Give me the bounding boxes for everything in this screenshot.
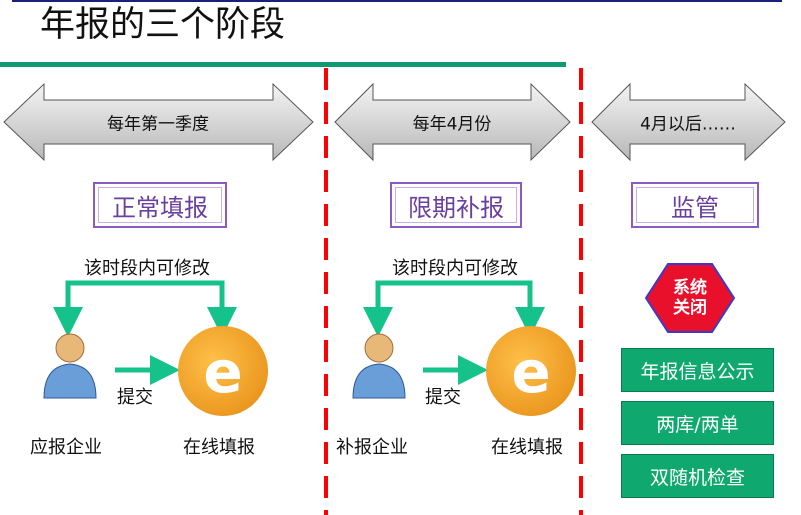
target-label: 在线填报 [491,437,563,458]
system-closed-badge: 系统 关闭 [650,278,730,318]
double-arrow-2 [334,82,571,162]
timeline-label-3: 4月以后…… [640,114,736,135]
actor-label: 补报企业 [336,437,408,458]
submit-label: 提交 [117,387,153,408]
phase-late: 限期补报 [390,182,522,228]
svg-text:e: e [511,338,550,406]
ie-icon: e [178,326,268,416]
timeline-label-1: 每年第一季度 [107,114,209,135]
edit-note: 该时段内可修改 [84,258,210,279]
phase-supervision: 监管 [631,182,759,228]
timeline-label-2: 每年4月份 [412,114,492,135]
action-publish: 年报信息公示 [621,348,774,392]
double-arrow-3 [591,82,786,162]
double-arrow-1 [3,82,314,162]
edit-note: 该时段内可修改 [392,258,518,279]
divider-1 [324,68,328,515]
system-closed-hexagon [644,263,736,333]
target-label: 在线填报 [183,437,255,458]
top-rule [12,0,782,2]
badge-line: 关闭 [673,298,707,318]
person-icon [43,333,97,399]
phase-normal: 正常填报 [93,182,227,228]
ie-icon: e [486,326,576,416]
action-random-inspection: 双随机检查 [621,454,774,498]
action-lists: 两库/两单 [621,401,774,445]
actor-label: 应报企业 [30,437,102,458]
divider-2 [579,68,583,515]
slide-title: 年报的三个阶段 [40,5,286,45]
svg-text:e: e [203,338,242,406]
badge-line: 系统 [673,278,707,298]
person-icon [352,333,406,399]
title-underline [0,62,566,67]
submit-label: 提交 [425,387,461,408]
